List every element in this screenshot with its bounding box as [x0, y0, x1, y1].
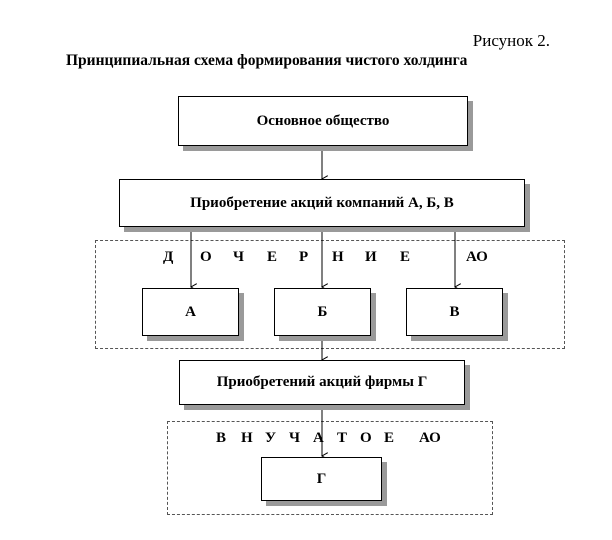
acquisition-g-box: Приобретений акций фирмы Г [179, 360, 465, 405]
grand-subsidiaries-label: В Н У Ч А Т О Е АО [0, 430, 612, 450]
company-g-box: Г [261, 457, 382, 501]
grand-subsidiaries-letter: Е [384, 430, 395, 446]
figure-label: Рисунок 2. [472, 31, 550, 50]
grand-subsidiaries-letter: О [360, 430, 372, 446]
grand-subsidiaries-letter: В [216, 430, 227, 446]
subsidiaries-letter: Д [163, 249, 174, 265]
company-g-label: Г [316, 470, 327, 487]
subsidiaries-letter: Н [332, 249, 344, 265]
grand-subsidiaries-letter: Ч [289, 430, 301, 446]
grand-subsidiaries-letter: Н [241, 430, 253, 446]
subsidiaries-suffix: АО [466, 249, 488, 265]
company-a-box: А [142, 288, 239, 336]
parent-company-label: Основное общество [256, 112, 390, 129]
acquisition-abv-box: Приобретение акций компаний А, Б, В [119, 179, 525, 227]
grand-subsidiaries-letter: Т [337, 430, 348, 446]
subsidiaries-group [95, 240, 565, 349]
grand-subsidiaries-group [167, 421, 493, 515]
acquisition-g-label: Приобретений акций фирмы Г [216, 374, 428, 390]
grand-subsidiaries-letter: А [313, 430, 324, 446]
company-v-label: В [449, 303, 460, 320]
company-b-label: Б [317, 303, 328, 320]
grand-subsidiaries-letter: У [265, 430, 277, 446]
acquisition-abv-label: Приобретение акций компаний А, Б, В [190, 194, 454, 211]
subsidiaries-letter: И [365, 249, 377, 265]
company-a-label: А [185, 303, 196, 320]
company-v-box: В [406, 288, 503, 336]
subsidiaries-letter: Е [400, 249, 411, 265]
subsidiaries-letter: Р [299, 249, 309, 265]
parent-company-box: Основное общество [178, 96, 468, 146]
subsidiaries-letter: Е [267, 249, 278, 265]
subsidiaries-label: Д О Ч Е Р Н И Е АО [0, 249, 612, 269]
subsidiaries-letter: О [200, 249, 212, 265]
company-b-box: Б [274, 288, 371, 336]
grand-subsidiaries-suffix: АО [419, 430, 441, 446]
figure-title: Принципиальная схема формирования чистог… [66, 52, 468, 69]
subsidiaries-letter: Ч [233, 249, 245, 265]
